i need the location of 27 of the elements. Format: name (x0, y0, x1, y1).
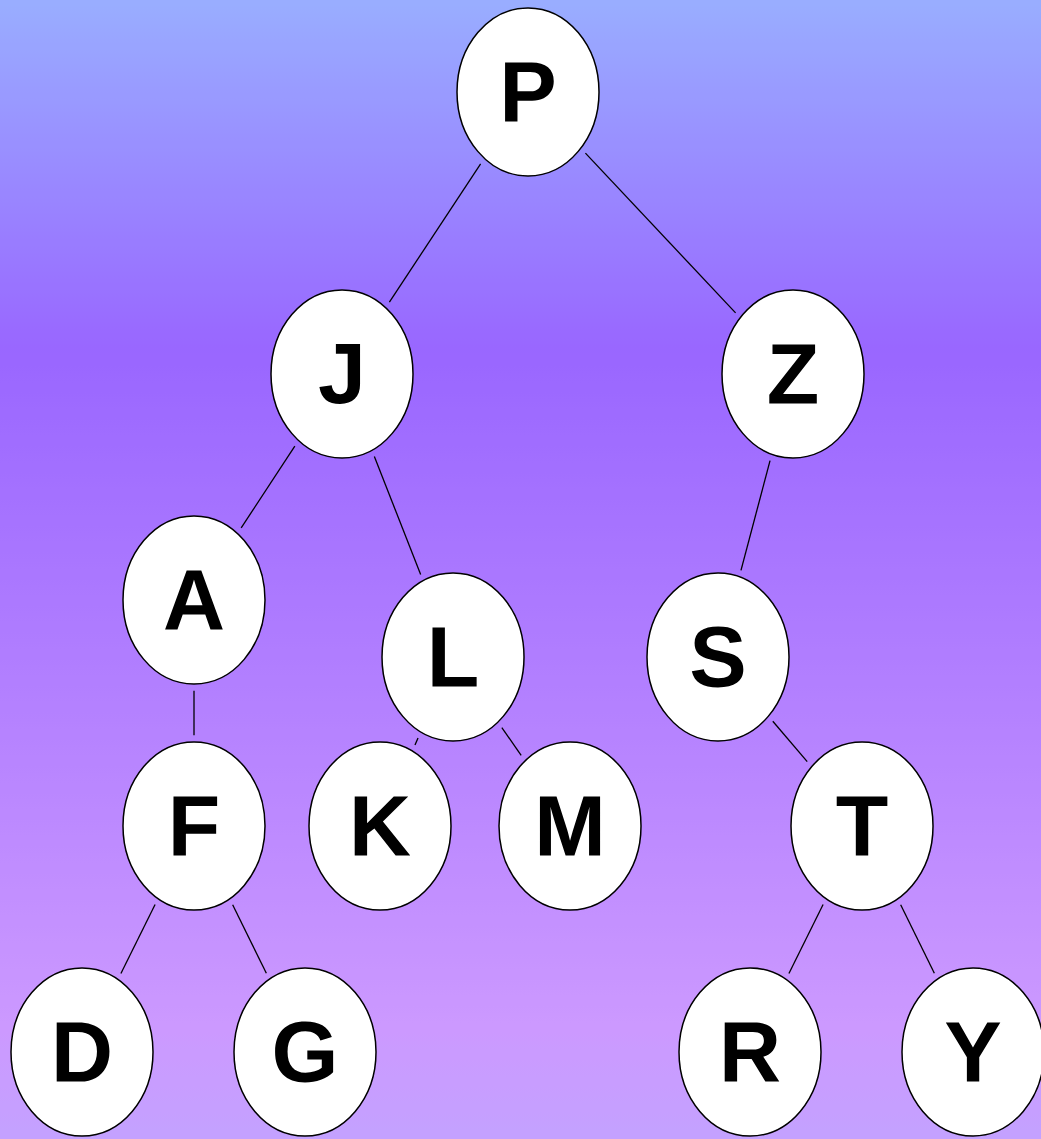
tree-node: Y (901, 967, 1041, 1137)
tree-edge (414, 737, 419, 746)
tree-node: K (308, 741, 452, 911)
tree-edge (584, 152, 737, 314)
tree-edge (120, 903, 156, 975)
tree-node: Z (721, 289, 865, 459)
tree-edge (772, 720, 808, 763)
tree-node: M (498, 741, 642, 911)
tree-node: A (122, 515, 266, 685)
tree-node: S (646, 572, 790, 742)
tree-node: T (790, 741, 934, 911)
tree-edge (232, 904, 267, 974)
tree-node: P (456, 7, 600, 177)
tree-edge (788, 903, 824, 975)
tree-edge (388, 163, 482, 303)
tree-edge (373, 455, 422, 576)
tree-edge (501, 726, 522, 757)
tree-edge (740, 460, 771, 571)
tree-node: F (122, 741, 266, 911)
tree-node: R (678, 967, 822, 1137)
tree-edge (193, 690, 195, 736)
tree-edge (900, 904, 935, 974)
tree-node: D (10, 967, 154, 1137)
tree-node: L (381, 572, 525, 742)
tree-node: J (270, 289, 414, 459)
tree-edge (240, 445, 296, 529)
tree-node: G (233, 967, 377, 1137)
